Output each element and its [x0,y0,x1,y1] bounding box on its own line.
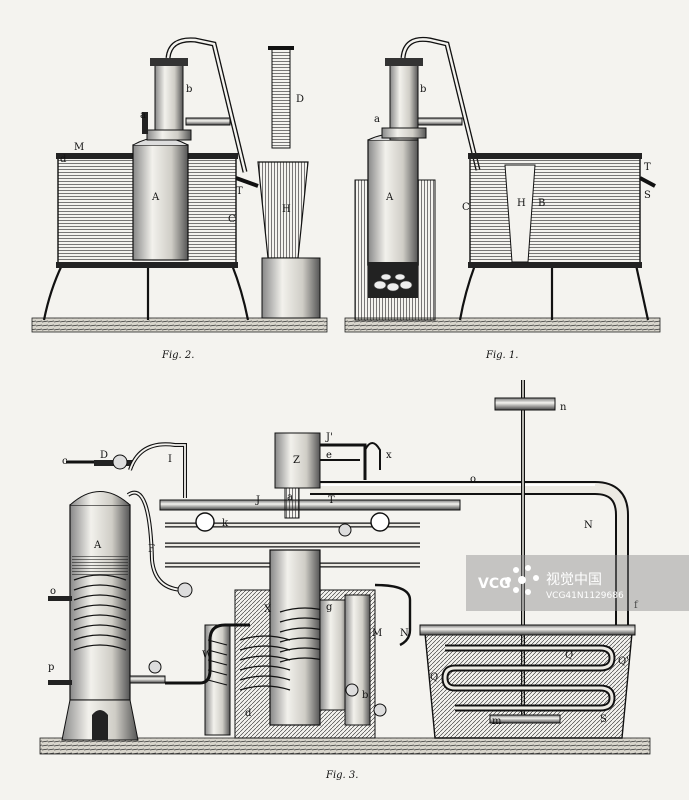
label-D-fig3: D [100,450,108,461]
label-Q-left: Q [430,672,438,683]
label-Q-center: Q [565,650,573,661]
frame-J [159,499,461,511]
label-n: n [560,402,567,413]
label-A-fig3: A [93,540,102,551]
label-Q-prime: Q' [618,656,629,667]
watermark-site: 视觉中国 [546,572,602,588]
caption-fig-2: Fig. 2. [161,350,194,361]
label-b-fig3: b [362,690,368,701]
cooling-tub-fig1 [469,154,641,268]
label-b-fig1: b [420,84,426,95]
label-T: T [236,186,243,197]
label-e: e [326,450,332,461]
still-A-fig1 [367,139,419,266]
label-A-fig1: A [385,192,394,203]
label-N-lower: N [400,628,409,639]
caption-fig-3: Fig. 3. [325,770,358,781]
label-f: f [634,600,639,611]
label-N-upper: N [584,520,593,531]
neck-b [154,59,184,139]
label-m: m [492,716,502,727]
label-Z: Z [293,455,300,466]
label-a: a [140,110,146,121]
label-M: M [74,142,84,153]
label-S-fig3: S [600,714,607,725]
label-A: A [151,192,160,203]
label-b: b [186,84,192,95]
label-p: p [48,662,54,673]
label-c: c [62,456,68,467]
ground-fig1 [344,317,661,333]
pipe-W [165,623,250,685]
tank-Z [274,432,321,489]
label-F: F [148,544,155,555]
watermark-id: VCG41N1129686 [546,591,624,601]
label-d-fig3: d [245,708,252,719]
label-H-fig1: H [517,198,526,209]
label-o: o [470,474,476,485]
label-x: x [386,450,392,461]
label-a-fig1: a [374,114,380,125]
watermark-logo-icon [505,565,539,595]
label-a-fig3: a [287,492,293,503]
pipe-I [128,442,187,498]
figure-2: a b D M d A C T H Fig. 2. [31,37,328,361]
still-A [132,144,189,261]
label-D: D [296,94,304,105]
label-S-fig1: S [644,190,651,201]
figure-1: a b A C H B T S Fig. 1. [344,36,661,361]
label-I: I [168,454,172,465]
label-o-valve: o [50,586,56,597]
label-d: d [60,154,67,165]
label-W: W [202,650,213,661]
label-J: J [255,495,260,506]
ground-fig2 [31,317,328,333]
watermark-brand: VCG [478,576,511,592]
pulley-n [494,397,556,411]
watermark: VCG 视觉中国 VCG41N1129686 [466,555,689,611]
figure-3: n J' Z e x D I o J T a k c A F N o X g M… [39,380,651,781]
label-k: k [222,518,229,529]
label-X: X [264,604,272,615]
label-C-fig1: C [462,202,470,213]
label-T-fig3: T [328,495,335,506]
tub-legs [42,264,250,321]
graduated-cylinder-D [271,47,291,149]
label-C: C [228,214,236,225]
label-B-fig1: B [538,198,545,209]
label-g: g [326,602,333,613]
boiler-A [69,504,131,701]
label-H: H [282,204,291,215]
label-M: M [372,628,382,639]
label-T-fig1: T [644,162,651,173]
label-J-prime: J' [325,432,333,443]
caption-fig-1: Fig. 1. [485,350,518,361]
